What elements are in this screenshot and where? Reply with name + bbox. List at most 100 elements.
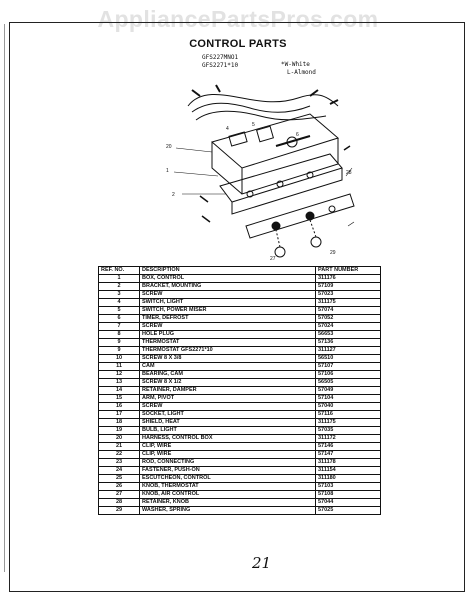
ref-cell: 10 [98, 354, 140, 363]
part-number-cell: 57103 [315, 482, 381, 491]
model-list: GFS227MNO1 GFS2271*10 [202, 54, 238, 70]
part-number-cell: 57104 [315, 394, 381, 403]
description-cell: KNOB, AIR CONTROL [139, 490, 316, 499]
ref-cell: 23 [98, 458, 140, 467]
ref-cell: 24 [98, 466, 140, 475]
watermark: AppliancePartsPros.com [97, 6, 379, 32]
part-number-cell: 57146 [315, 442, 381, 451]
ref-cell: 1 [98, 274, 140, 283]
description-cell: SCREW 8 X 3/8 [139, 354, 316, 363]
part-number-cell: 57106 [315, 370, 381, 379]
description-cell: BRACKET, MOUNTING [139, 282, 316, 291]
ref-cell: 20 [98, 434, 140, 443]
scan-edge-mark [4, 24, 5, 572]
part-number-cell: 57109 [315, 282, 381, 291]
knob [310, 236, 322, 248]
ref-cell: 12 [98, 370, 140, 379]
description-cell: SCREW [139, 322, 316, 331]
ref-cell: 14 [98, 386, 140, 395]
description-cell: THERMOSTAT [139, 338, 316, 347]
ref-cell: 18 [98, 418, 140, 427]
description-cell: FASTENER, PUSH-ON [139, 466, 316, 475]
ref-cell: 11 [98, 362, 140, 371]
description-cell: THERMOSTAT GFS2271*10 [139, 346, 316, 355]
ref-cell: 2 [98, 282, 140, 291]
ref-cell: 9 [98, 338, 140, 347]
ref-cell: 13 [98, 378, 140, 387]
part-number-cell: 57044 [315, 498, 381, 507]
description-cell: CLIP, WIRE [139, 442, 316, 451]
description-cell: KNOB, THERMOSTAT [139, 482, 316, 491]
ref-cell: 16 [98, 402, 140, 411]
svg-text:27: 27 [270, 256, 276, 262]
ref-cell: 28 [98, 498, 140, 507]
model-number: GFS227MNO1 [202, 54, 239, 61]
svg-text:20: 20 [166, 144, 172, 150]
description-cell: HARNESS, CONTROL BOX [139, 434, 316, 443]
model-number: GFS2271*10 [202, 62, 239, 69]
wire-harness [187, 94, 339, 107]
description-cell: ROD, CONNECTING [139, 458, 316, 467]
part-number-cell: 57074 [315, 306, 381, 315]
part-number-cell: 311175 [315, 298, 381, 307]
part-number-cell: 57116 [315, 410, 381, 419]
table-header-row: REF. NO. DESCRIPTION PART NUMBER [98, 266, 381, 275]
part-number-cell: 311180 [315, 474, 381, 483]
part-number-cell: 56510 [315, 354, 381, 363]
part-number-cell: 57136 [315, 338, 381, 347]
part-number-cell: 57108 [315, 490, 381, 499]
description-cell: SWITCH, LIGHT [139, 298, 316, 307]
description-cell: SCREW [139, 402, 316, 411]
part-number-cell: 57025 [315, 506, 381, 515]
ref-cell: 29 [98, 506, 140, 515]
description-cell: CLIP, WIRE [139, 450, 316, 459]
part-number-cell: 57052 [315, 314, 381, 323]
ref-cell: 15 [98, 394, 140, 403]
part-number-cell: 311175 [315, 418, 381, 427]
column-header-ref: REF. NO. [98, 266, 140, 275]
part-number-cell: 57040 [315, 402, 381, 411]
description-cell: CAM [139, 362, 316, 371]
ref-cell: 17 [98, 410, 140, 419]
description-cell: WASHER, SPRING [139, 506, 316, 515]
ref-cell: 19 [98, 426, 140, 435]
description-cell: BEARING, CAM [139, 370, 316, 379]
part-number-cell: 311176 [315, 274, 381, 283]
part-number-cell: 311127 [315, 346, 381, 355]
control-box [210, 113, 340, 169]
knob [274, 246, 286, 258]
description-cell: SOCKET, LIGHT [139, 410, 316, 419]
color-code: L-Almond [287, 69, 316, 76]
ref-cell: 9 [98, 346, 140, 355]
ref-cell: 6 [98, 314, 140, 323]
ref-cell: 26 [98, 482, 140, 491]
ref-cell: 7 [98, 322, 140, 331]
part-number-cell: 311154 [315, 466, 381, 475]
part-number-cell: 57035 [315, 426, 381, 435]
wire-harness [191, 102, 311, 113]
part-number-cell: 57023 [315, 290, 381, 299]
ref-cell: 22 [98, 450, 140, 459]
svg-text:2: 2 [172, 192, 175, 198]
part-number-cell: 56653 [315, 330, 381, 339]
page-title: CONTROL PARTS [189, 38, 287, 50]
part-number-cell: 57107 [315, 362, 381, 371]
part-number-cell: 57049 [315, 386, 381, 395]
